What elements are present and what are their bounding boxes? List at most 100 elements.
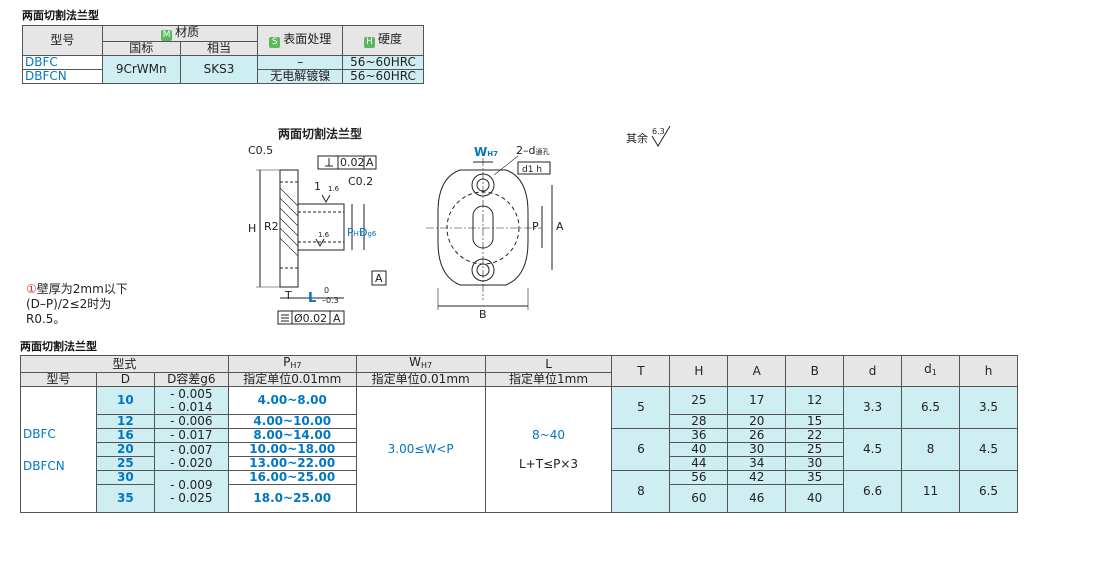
- a-dim-label: A: [556, 220, 564, 233]
- mat-header-model: 型号: [22, 25, 103, 56]
- a-cell: 26: [727, 428, 787, 443]
- d-tol-cell: - 0.007- 0.020: [153, 442, 229, 471]
- header-depth-h: h: [958, 355, 1019, 387]
- depth-h-cell: 6.5: [958, 470, 1019, 513]
- b-cell: 30: [785, 456, 845, 471]
- header-d-tol: D容差g6: [153, 372, 229, 387]
- l-dim-label: L: [308, 291, 316, 306]
- b-cell: 35: [785, 470, 845, 485]
- p-cell: 8.00~14.00: [227, 428, 357, 443]
- p-dim-label: PH7: [347, 226, 363, 239]
- h-dim-label: H: [248, 222, 256, 235]
- mat-header-xiangdang: 相当: [179, 41, 259, 56]
- b-cell: 22: [785, 428, 845, 443]
- h-cell: 44: [669, 456, 729, 471]
- depth-h-cell: 4.5: [958, 428, 1019, 471]
- front-view: [426, 155, 553, 310]
- roughness-label: 1.6: [318, 231, 330, 239]
- d1-cell: 11: [901, 470, 960, 513]
- b-cell: 25: [785, 442, 845, 457]
- a-cell: 42: [727, 470, 787, 485]
- d-cell: 25: [95, 456, 155, 471]
- roughness-label: 1.6: [328, 185, 340, 193]
- technical-drawing: 两面切割法兰型: [248, 125, 671, 325]
- header-w: WH7: [355, 355, 486, 373]
- d-tol-cell: - 0.005- 0.014: [153, 386, 229, 415]
- top-section-title: 两面切割法兰型: [22, 9, 99, 22]
- r2-label: R2: [264, 220, 279, 233]
- h-cell: 56: [669, 470, 729, 485]
- perp-tol-value: 0.02: [340, 156, 365, 169]
- h-cell: 36: [669, 428, 729, 443]
- d-tol-cell: - 0.017: [153, 428, 229, 443]
- header-l-unit: 指定单位1mm: [484, 372, 613, 387]
- symmetry-tol-value: Ø0.02: [294, 312, 327, 325]
- b-cell: 40: [785, 484, 845, 513]
- wall-note: ①壁厚为2mm以下 (D–P)/2≤2时为 R0.5。: [26, 282, 128, 326]
- surface-tag-icon: S: [269, 37, 281, 48]
- header-h: H: [669, 355, 729, 387]
- side-view: [256, 155, 387, 325]
- p-cell: 16.00~25.00: [227, 470, 357, 485]
- dim-1-label: 1: [314, 180, 321, 193]
- chamfer-c05-label: C0.5: [248, 144, 273, 157]
- mat-row-hardness: 56~60HRC: [342, 69, 424, 84]
- rest-roughness-label: 其余: [626, 131, 648, 145]
- p-cell: 4.00~8.00: [227, 386, 357, 415]
- d-tol-cell: - 0.009- 0.025: [153, 470, 229, 513]
- mat-row-model: DBFC: [22, 55, 103, 70]
- b-cell: 12: [785, 386, 845, 415]
- h-cell: 60: [669, 484, 729, 513]
- header-p: PH7: [227, 355, 357, 373]
- a-cell: 30: [727, 442, 787, 457]
- h-cell: 28: [669, 414, 729, 429]
- bottom-section-title: 两面切割法兰型: [20, 340, 97, 353]
- a-cell: 46: [727, 484, 787, 513]
- header-model: 型号: [20, 372, 97, 387]
- hardness-tag-icon: H: [364, 37, 376, 48]
- p-cell: 4.00~10.00: [227, 414, 357, 429]
- mat-header-guobiao: 国标: [101, 41, 181, 56]
- mat-row-surface: 无电解镀镍: [257, 69, 344, 84]
- mat-row-surface: –: [257, 55, 344, 70]
- b-dim-label: B: [479, 308, 487, 321]
- t-cell: 5: [611, 386, 671, 429]
- counterbore-label: d1 h: [522, 165, 542, 175]
- header-l: L: [484, 355, 613, 373]
- hole-d-cell: 6.6: [843, 470, 903, 513]
- depth-h-cell: 3.5: [958, 386, 1019, 429]
- header-a: A: [727, 355, 787, 387]
- hole-d-cell: 3.3: [843, 386, 903, 429]
- t-dim-label: T: [284, 289, 292, 302]
- a-cell: 20: [727, 414, 787, 429]
- w-dim-label: WH7: [474, 145, 498, 159]
- b-cell: 15: [785, 414, 845, 429]
- spec-table: 型式 PH7 WH7 L T H A B d d1 h 型号 D D容差g6 指…: [20, 355, 1019, 513]
- l-tol-lower: –0.3: [322, 296, 339, 305]
- mat-row-model: DBFCN: [22, 69, 103, 84]
- symmetry-datum-label: A: [333, 312, 341, 325]
- w-range-cell: 3.00≤W<P: [355, 386, 486, 513]
- d-dim-label: Dg6: [359, 226, 377, 239]
- roughness-icon: [651, 125, 671, 147]
- header-d: D: [95, 372, 155, 387]
- d1-cell: 6.5: [901, 386, 960, 429]
- l-tol-upper: 0: [324, 286, 329, 295]
- rest-roughness-value: 6.3: [652, 127, 665, 136]
- d-cell: 10: [95, 386, 155, 415]
- header-type: 型式: [20, 355, 229, 373]
- header-p-unit: 指定单位0.01mm: [227, 372, 357, 387]
- p-cell: 18.0~25.00: [227, 484, 357, 513]
- datum-a-label: A: [375, 272, 383, 285]
- p-front-label: P: [532, 220, 539, 233]
- material-tag-icon: M: [161, 30, 173, 41]
- mat-row-hardness: 56~60HRC: [342, 55, 424, 70]
- t-cell: 8: [611, 470, 671, 513]
- header-d1: d1: [901, 355, 960, 387]
- t-cell: 6: [611, 428, 671, 471]
